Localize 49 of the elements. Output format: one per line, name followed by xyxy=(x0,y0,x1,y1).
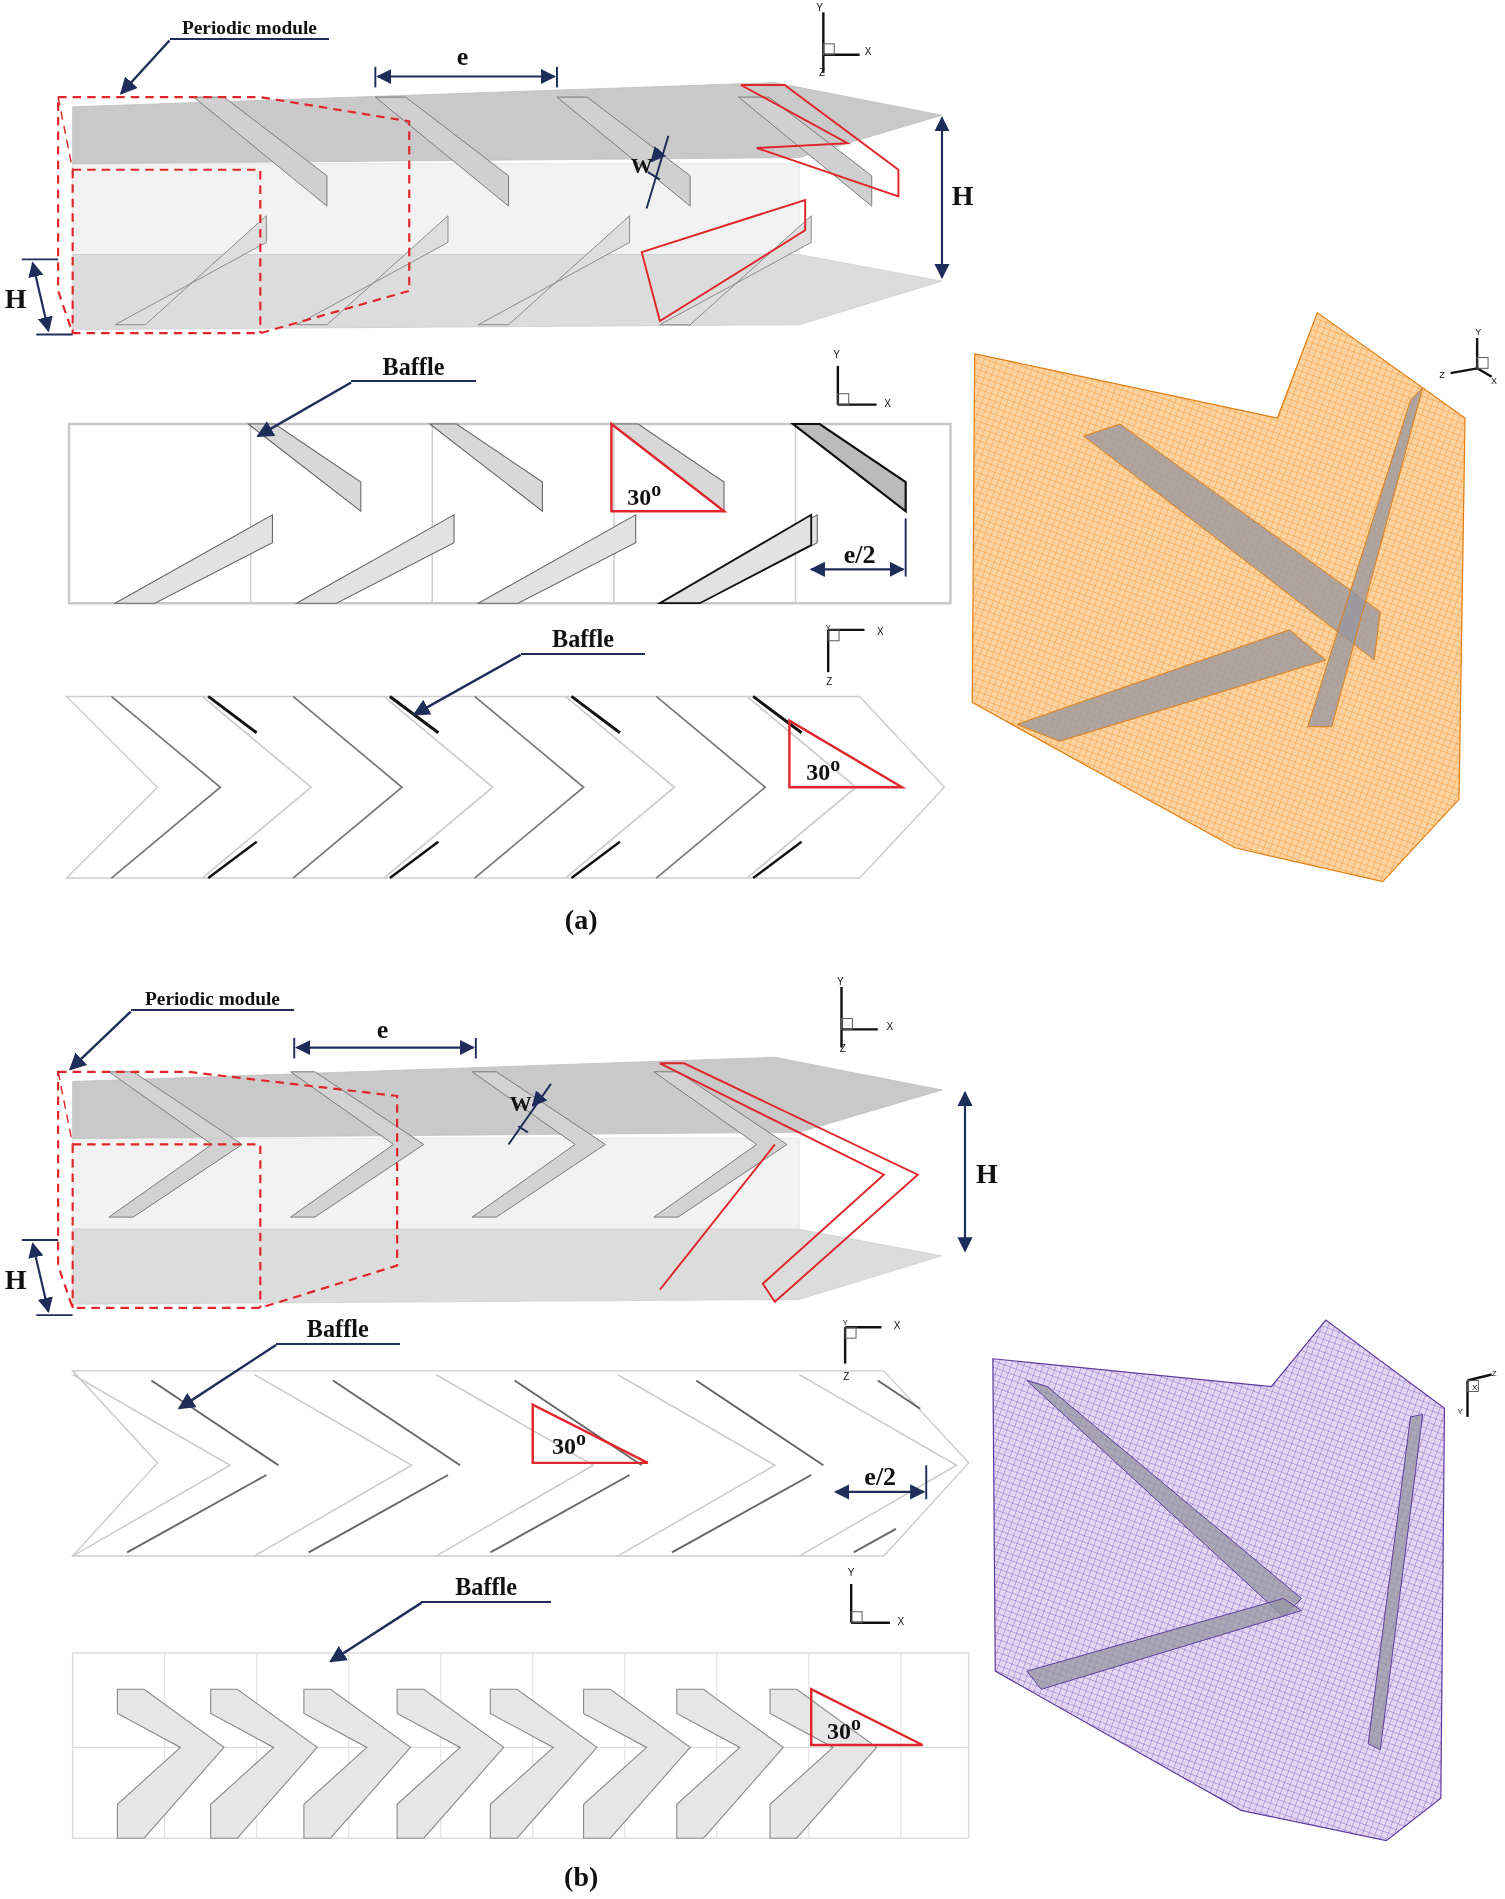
dimension-label: W xyxy=(630,154,653,177)
dimension-label: H xyxy=(4,1265,27,1294)
axis-label: Z xyxy=(843,1371,850,1382)
dimension-label: e xyxy=(456,43,469,70)
axis-label: X xyxy=(886,1021,894,1032)
baffle-line xyxy=(388,695,440,735)
callout-text: Baffle xyxy=(421,1574,551,1603)
angle-label: 30$^{o}$ xyxy=(826,1712,861,1743)
leader-line xyxy=(119,39,171,95)
panel-label: (b) xyxy=(564,1862,599,1891)
dimension-label: W xyxy=(509,1093,532,1116)
callout-text: Baffle xyxy=(351,353,476,383)
callout-text: Periodic module xyxy=(130,988,295,1012)
dimension-label: H xyxy=(975,1160,998,1189)
axis-label: Y xyxy=(833,349,840,360)
callout-text: Baffle xyxy=(520,625,646,655)
axis-label: X xyxy=(864,47,872,58)
axis-label: X xyxy=(893,1320,901,1331)
leader-line xyxy=(329,1601,422,1663)
angle-label: 30$^{o}$ xyxy=(806,753,841,784)
axis-label: X xyxy=(1491,376,1498,386)
axis-label: Y xyxy=(847,1567,855,1578)
axis-label: X xyxy=(897,1617,905,1628)
axis-label: Z xyxy=(826,676,833,687)
panel-label: (a) xyxy=(564,906,598,935)
axis-label: Y xyxy=(1475,327,1482,337)
axis-label: Z xyxy=(1439,370,1445,380)
leader-line xyxy=(177,1344,277,1410)
axis-label: Z xyxy=(1491,1370,1497,1379)
dimension-label: H xyxy=(4,285,27,314)
dimension-label: H xyxy=(951,182,974,211)
angle-label: 30$^{o}$ xyxy=(627,479,662,509)
callout-text: Periodic module xyxy=(169,16,330,41)
axis-label: Y xyxy=(816,3,823,14)
dimension-label: e xyxy=(376,1017,389,1044)
axis-label: X xyxy=(876,627,884,637)
axis-label: X xyxy=(1472,1383,1478,1392)
dimension-label: e/2 xyxy=(843,541,876,568)
angle-label: 30$^{o}$ xyxy=(552,1428,587,1459)
axis-label: X xyxy=(884,399,891,410)
axis-label: Y xyxy=(1457,1407,1463,1416)
axis-label: Y xyxy=(825,624,831,633)
leader-line xyxy=(69,1010,132,1071)
dimension-label: e/2 xyxy=(864,1464,897,1491)
axis-label: Y xyxy=(836,976,844,987)
callout-text: Baffle xyxy=(276,1316,400,1345)
leader-line xyxy=(256,381,352,438)
axis-label: Y xyxy=(842,1319,848,1328)
leader-line xyxy=(412,653,522,716)
